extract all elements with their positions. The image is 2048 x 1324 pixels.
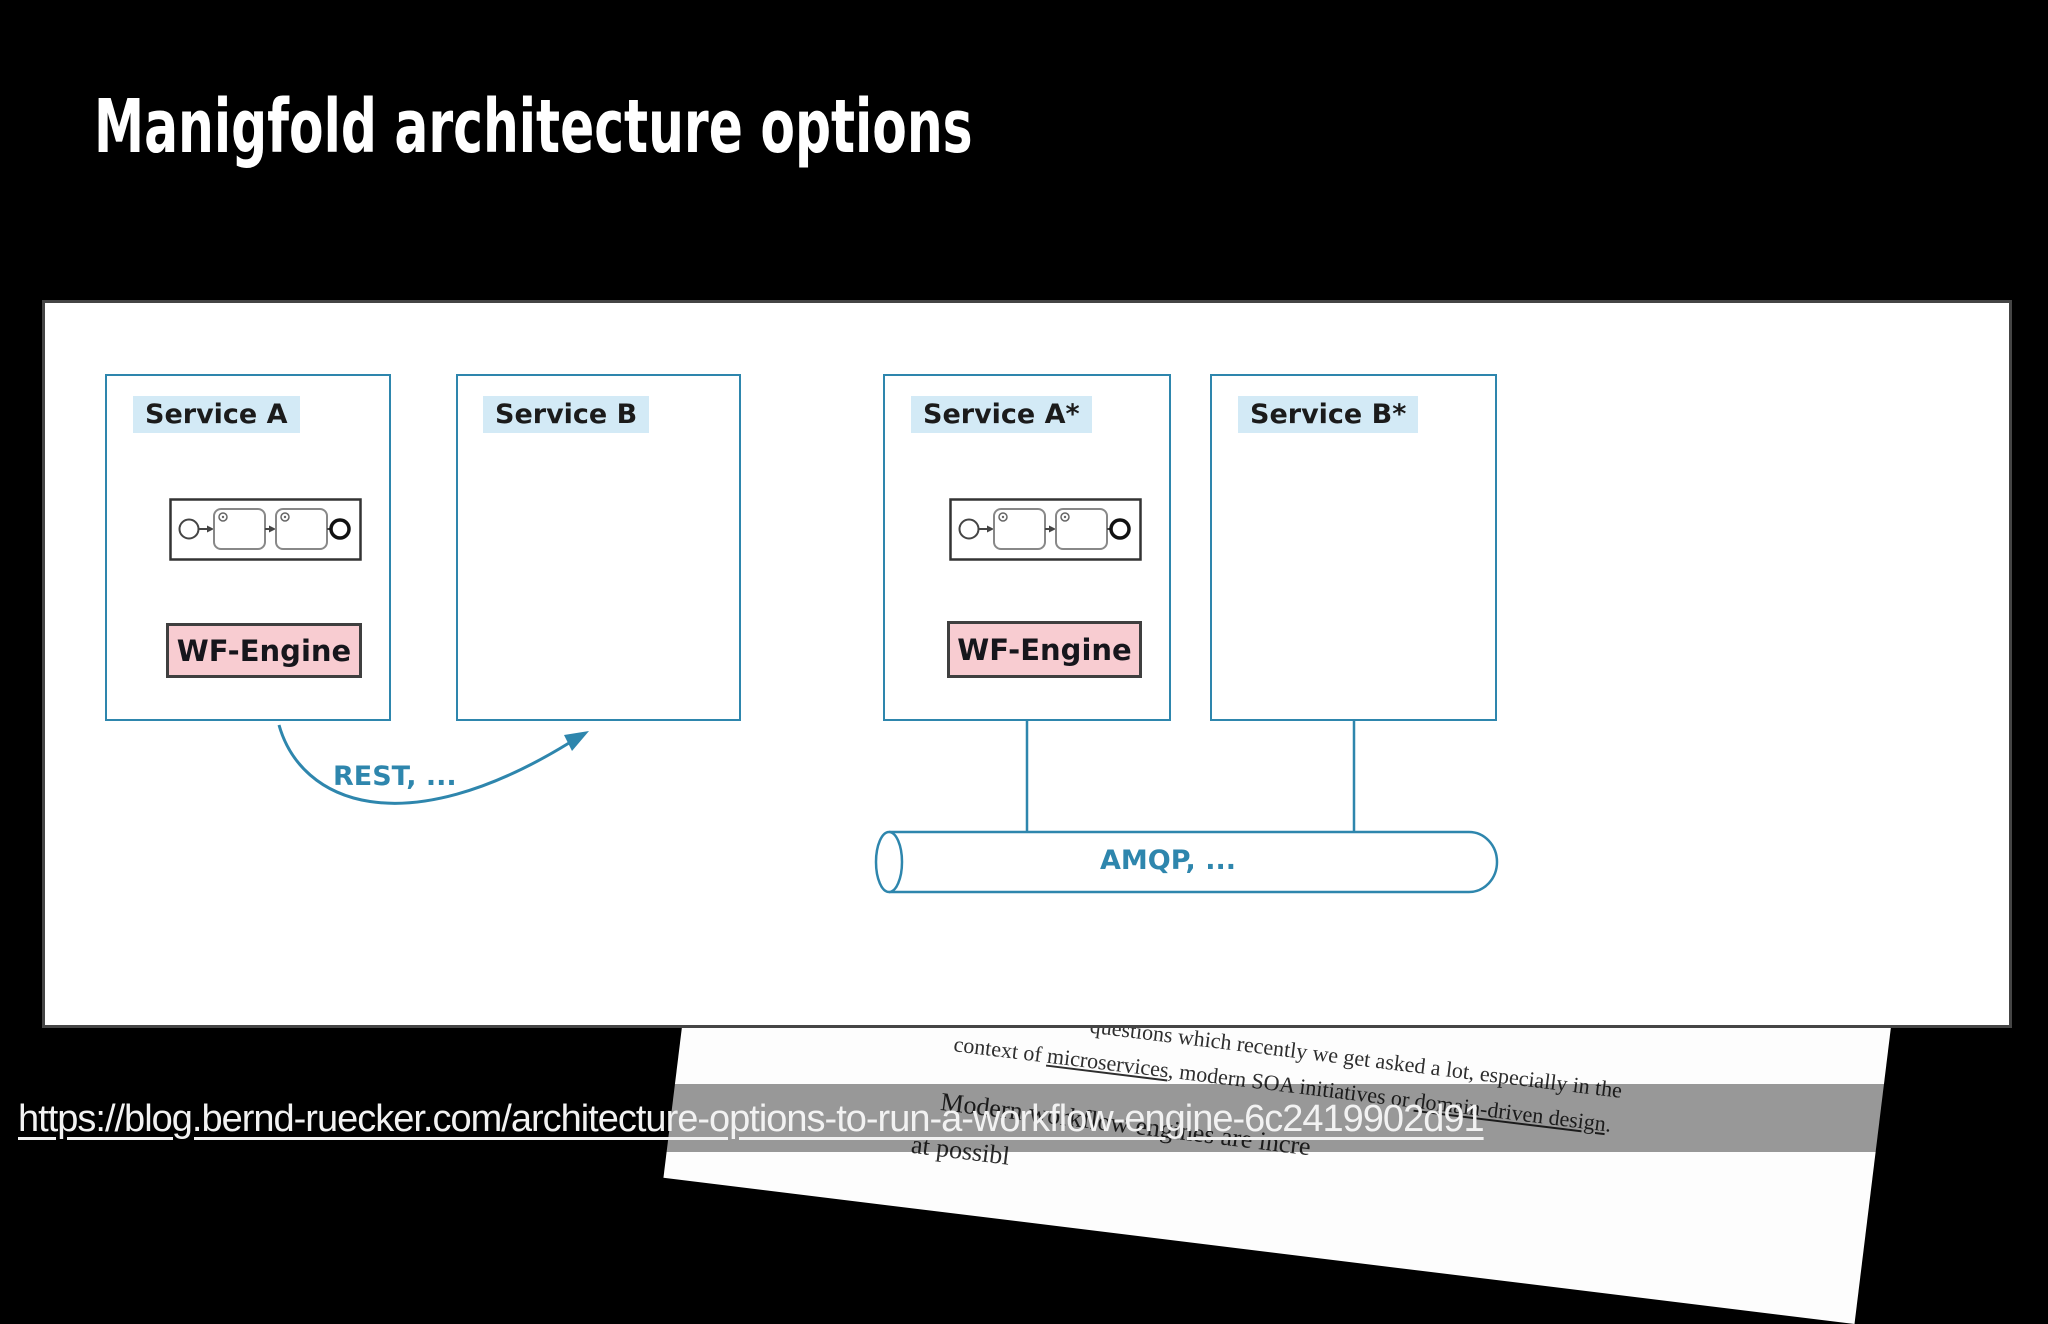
article-line2-pre: context of xyxy=(952,1031,1049,1068)
amqp-pipe-cap-icon xyxy=(874,830,904,894)
service-a-label: Service A xyxy=(133,396,300,433)
slide-title: Manigfold architecture options xyxy=(94,84,973,170)
wf-engine-box-a-star: WF-Engine xyxy=(947,621,1142,678)
rest-label: REST, ... xyxy=(333,761,457,792)
rest-arrowhead-icon xyxy=(564,731,589,751)
url-highlight-bar xyxy=(0,1084,2048,1152)
service-b-label: Service B xyxy=(483,396,650,433)
diagram-panel: Service A Service B Service A* Service B… xyxy=(42,300,2012,1028)
source-url-link[interactable]: https://blog.bernd-ruecker.com/architect… xyxy=(18,1098,1485,1140)
amqp-label: AMQP, ... xyxy=(1100,845,1236,876)
service-a-star-label: Service A* xyxy=(911,396,1092,433)
service-b-star-label: Service B* xyxy=(1238,396,1419,433)
microservices-link: microservices xyxy=(1045,1042,1171,1083)
wf-engine-box-a: WF-Engine xyxy=(166,623,362,678)
